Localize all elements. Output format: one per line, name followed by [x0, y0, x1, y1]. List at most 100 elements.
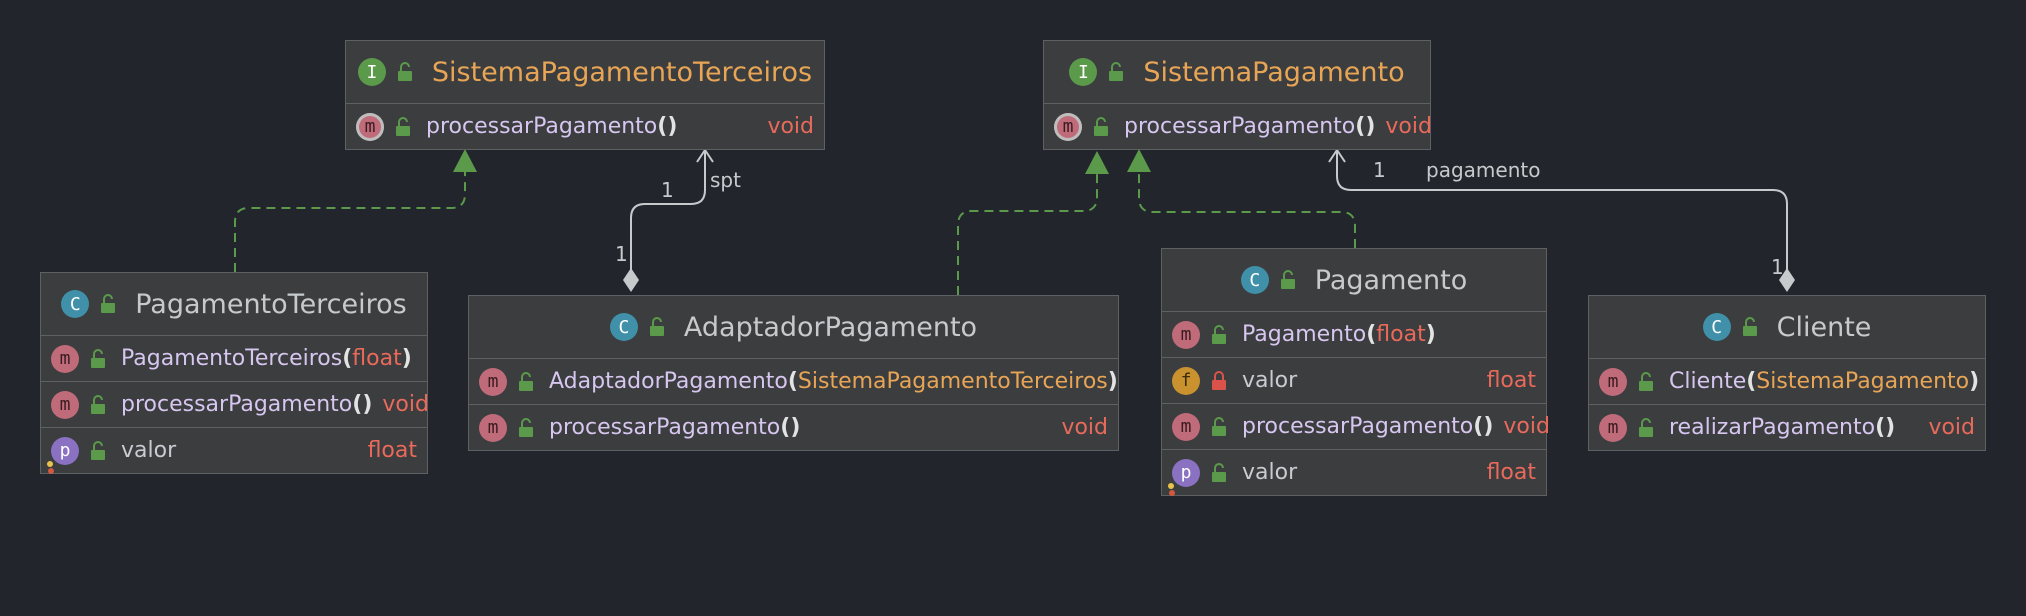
method-icon: m	[51, 390, 79, 419]
realization-arrowhead-pagamento	[1127, 149, 1151, 172]
unlocked-icon	[91, 348, 105, 368]
method-name: processarPagamento	[1124, 114, 1356, 139]
realization-arrowhead-adaptadorpagamento	[1085, 151, 1109, 174]
method-parens: ()	[1355, 114, 1376, 139]
method-name: processarPagamento	[1242, 414, 1474, 439]
interface-icon: I	[1069, 58, 1098, 86]
abstract-method-icon: m	[356, 112, 384, 141]
param-type: float	[352, 346, 402, 371]
paren-open: (	[787, 369, 798, 394]
class-box-cliente[interactable]: C Cliente m Cliente ( SistemaPagamento )…	[1588, 295, 1986, 451]
unlocked-icon	[1639, 417, 1653, 437]
method-name: Pagamento	[1242, 322, 1367, 347]
method-icon: m	[1172, 320, 1200, 349]
composition-diamond-cliente-sp	[1779, 268, 1795, 292]
abstract-method-icon: m	[1054, 112, 1082, 141]
composition-arrowhead-cliente-sp	[1328, 148, 1346, 163]
box-title: Pagamento	[1314, 264, 1468, 296]
return-type: void	[1503, 414, 1550, 439]
role-label-spt: spt	[710, 168, 741, 192]
method-row[interactable]: m processarPagamento () void	[1044, 104, 1432, 149]
paren-open: (	[1746, 369, 1757, 394]
method-parens: ()	[657, 114, 678, 139]
paren-close: )	[401, 346, 412, 371]
unlocked-icon	[519, 417, 533, 437]
method-parens: ()	[1875, 415, 1896, 440]
unlocked-icon	[1742, 317, 1757, 336]
unlocked-icon	[1094, 116, 1108, 136]
realization-line-pagamentoterceiros	[234, 168, 466, 272]
field-name: valor	[1242, 368, 1298, 393]
field-type: float	[1486, 368, 1536, 393]
method-name: realizarPagamento	[1669, 415, 1876, 440]
composition-arrowhead-adaptador-spt	[696, 148, 714, 163]
class-box-adaptadorpagamento[interactable]: C AdaptadorPagamento m AdaptadorPagament…	[468, 295, 1119, 451]
unlocked-icon	[1639, 371, 1653, 391]
method-name: processarPagamento	[426, 114, 658, 139]
method-icon: m	[1172, 412, 1200, 441]
multiplicity-label-sp-target: 1	[1373, 158, 1386, 182]
method-icon: m	[479, 367, 507, 396]
field-icon: f	[1172, 366, 1200, 395]
role-label-pagamento: pagamento	[1426, 158, 1541, 182]
unlocked-icon	[1212, 462, 1226, 482]
paren-close: )	[1107, 369, 1118, 394]
method-name: AdaptadorPagamento	[549, 369, 788, 394]
class-box-pagamento[interactable]: C Pagamento m Pagamento ( float ) f valo…	[1161, 248, 1550, 496]
box-header: C PagamentoTerceiros	[41, 273, 427, 336]
property-icon: p	[47, 436, 79, 474]
class-icon: C	[609, 313, 638, 341]
param-type: SistemaPagamento	[1756, 369, 1970, 394]
param-type: float	[1376, 322, 1426, 347]
composition-line-cliente-sp	[1336, 150, 1788, 270]
box-header: I SistemaPagamentoTerceiros	[346, 41, 824, 104]
method-row[interactable]: m realizarPagamento () void	[1589, 405, 1985, 450]
unlocked-icon	[396, 116, 410, 136]
constructor-row[interactable]: m Cliente ( SistemaPagamento )	[1589, 359, 1985, 405]
return-type: void	[382, 392, 429, 417]
constructor-row[interactable]: m Pagamento ( float )	[1162, 312, 1546, 358]
property-row[interactable]: p valor float	[41, 428, 427, 474]
unlocked-icon	[91, 394, 105, 414]
unlocked-icon	[397, 62, 412, 81]
box-title: SistemaPagamentoTerceiros	[431, 56, 813, 88]
property-name: valor	[121, 438, 177, 463]
interface-box-sistemapagamento[interactable]: I SistemaPagamento m processarPagamento …	[1043, 40, 1432, 150]
box-title: Cliente	[1776, 311, 1872, 343]
paren-open: (	[1366, 322, 1377, 347]
lock-icon	[1212, 370, 1226, 390]
paren-open: (	[342, 346, 353, 371]
method-icon: m	[1599, 413, 1627, 442]
realization-line-pagamento	[1138, 170, 1356, 248]
constructor-row[interactable]: m AdaptadorPagamento ( SistemaPagamentoT…	[469, 359, 1118, 405]
multiplicity-label-spt-target: 1	[661, 178, 674, 202]
method-parens: ()	[780, 415, 801, 440]
unlocked-icon	[101, 294, 116, 313]
box-header: I SistemaPagamento	[1044, 41, 1430, 104]
box-title: SistemaPagamento	[1143, 56, 1405, 88]
method-row[interactable]: m processarPagamento () void	[41, 382, 429, 428]
box-header: C AdaptadorPagamento	[469, 296, 1118, 359]
unlocked-icon	[1109, 62, 1124, 81]
method-row[interactable]: m processarPagamento () void	[1162, 404, 1550, 450]
return-type: void	[1385, 114, 1432, 139]
box-header: C Cliente	[1589, 296, 1985, 359]
interface-box-sistemapagamentoterceiros[interactable]: I SistemaPagamentoTerceiros m processarP…	[345, 40, 825, 150]
method-icon: m	[1599, 367, 1627, 396]
constructor-row[interactable]: m PagamentoTerceiros ( float )	[41, 336, 427, 382]
method-row[interactable]: m processarPagamento () void	[469, 405, 1118, 450]
method-icon: m	[479, 413, 507, 442]
box-header: C Pagamento	[1162, 249, 1546, 312]
method-row[interactable]: m processarPagamento () void	[346, 104, 824, 149]
field-row[interactable]: f valor float	[1162, 358, 1546, 404]
class-box-pagamentoterceiros[interactable]: C PagamentoTerceiros m PagamentoTerceiro…	[40, 272, 429, 474]
method-parens: ()	[1473, 414, 1494, 439]
realization-arrowhead-pagamentoterceiros	[453, 149, 477, 172]
unlocked-icon	[91, 440, 105, 460]
property-name: valor	[1242, 460, 1298, 485]
unlocked-icon	[1280, 270, 1295, 289]
return-type: void	[767, 114, 814, 139]
return-type: void	[1061, 415, 1108, 440]
property-row[interactable]: p valor float	[1162, 450, 1546, 496]
method-icon: m	[51, 344, 79, 373]
